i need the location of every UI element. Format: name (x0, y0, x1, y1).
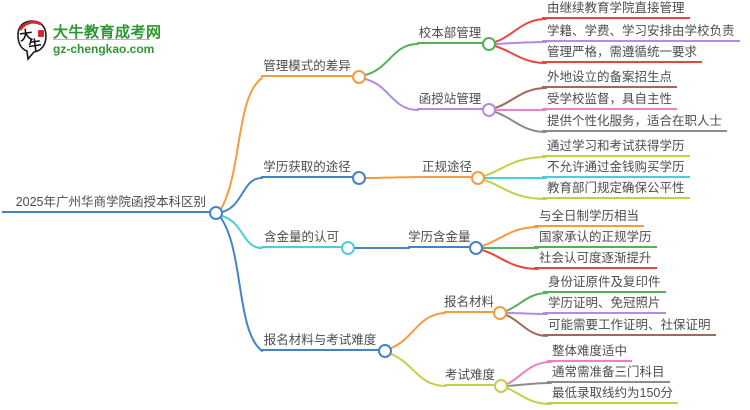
leaf-direct-management[interactable]: 由继续教育学院直接管理 (542, 1, 690, 19)
connector-leaf-e2 (505, 312, 548, 315)
connector-leaf-a1 (494, 18, 547, 43)
node-application-materials[interactable]: 报名材料 (444, 295, 494, 313)
connector-leaf-f1 (506, 361, 552, 385)
node-exam-difficulty[interactable]: 考试难度 (445, 368, 495, 386)
connector-branch1-schoolhq (364, 43, 419, 76)
node-circle-recognition[interactable] (341, 241, 355, 255)
leaf-no-buying-degree[interactable]: 不允许通过金钱购买学历 (542, 160, 690, 178)
connector-leaf-a2 (494, 41, 547, 45)
connector-leaf-d3 (481, 249, 539, 270)
leaf-three-subjects[interactable]: 通常需准备三门科目 (547, 365, 670, 383)
connector-leaf-e3 (505, 314, 548, 337)
node-circle-root[interactable] (209, 206, 223, 220)
node-circle-pathway[interactable] (352, 171, 366, 185)
connector-leaf-b3 (494, 111, 547, 133)
leaf-degree-proof-photo[interactable]: 学历证明、免冠照片 (543, 296, 666, 314)
connector-leaf-e1 (505, 292, 548, 312)
connector-leaf-c1 (483, 156, 547, 177)
leaf-personalized-service[interactable]: 提供个性化服务，适合在职人士 (542, 114, 728, 132)
connector-branch2-formal (364, 176, 424, 179)
leaf-equal-to-fulltime[interactable]: 与全日制学历相当 (534, 209, 645, 227)
connector-leaf-b1 (494, 87, 547, 109)
node-circle-value[interactable] (469, 241, 483, 255)
connector-root-branch4 (220, 217, 263, 352)
connector-root-branch2 (221, 177, 263, 213)
node-circle-materials[interactable] (493, 306, 507, 320)
connector-leaf-f2 (506, 382, 552, 387)
node-formal-pathway[interactable]: 正规途径 (422, 160, 472, 178)
brand-name: 大牛教育成考网 (53, 24, 162, 41)
branch-recognition[interactable]: 含金量的认可 (261, 230, 342, 248)
branch-materials-difficulty[interactable]: 报名材料与考试难度 (261, 333, 379, 351)
connector-leaf-d1 (481, 226, 539, 247)
leaf-study-and-exam[interactable]: 通过学习和考试获得学历 (542, 139, 690, 157)
brand-domain: gz-chengkao.com (53, 42, 155, 56)
leaf-min-score-150[interactable]: 最低录取线约为150分 (547, 386, 678, 404)
leaf-id-card[interactable]: 身份证原件及复印件 (543, 275, 666, 293)
leaf-school-supervised[interactable]: 受学校监督，具自主性 (542, 92, 678, 110)
leaf-social-recognition[interactable]: 社会认可度逐渐提升 (534, 251, 657, 269)
leaf-fairness-regulation[interactable]: 教育部门规定确保公平性 (542, 181, 690, 199)
connector-branch4-difficulty (390, 353, 447, 387)
logo-char-niu: 牛 (28, 37, 43, 54)
logo-seal (38, 30, 44, 37)
connector-leaf-c3 (483, 179, 547, 200)
connector-branch1-station (364, 78, 419, 111)
node-circle-materials-difficulty[interactable] (378, 344, 392, 358)
connector-leaf-f3 (506, 387, 552, 405)
leaf-state-recognized[interactable]: 国家承认的正规学历 (534, 230, 657, 248)
leaf-offsite-enrollment[interactable]: 外地设立的备案招生点 (542, 70, 678, 88)
connector-leaf-a3 (494, 45, 547, 64)
node-circle-difficulty[interactable] (494, 379, 508, 393)
leaf-moderate-difficulty[interactable]: 整体难度适中 (547, 344, 633, 362)
root-node-label[interactable]: 2025年广州华商学院函授本科区别 (2, 195, 210, 213)
connector-root-branch3 (221, 215, 263, 249)
node-circle-schoolhq[interactable] (482, 37, 496, 51)
daniu-logo-icon: 大 牛 (17, 20, 47, 61)
node-schoolhq-management[interactable]: 校本部管理 (417, 26, 483, 44)
logo-char-da: 大 (19, 27, 34, 44)
node-degree-value[interactable]: 学历含金量 (408, 230, 471, 248)
branch-degree-pathway[interactable]: 学历获取的途径 (261, 160, 353, 178)
leaf-school-responsible[interactable]: 学籍、学费、学习安排由学校负责 (542, 24, 740, 42)
brand-divider (53, 39, 150, 40)
node-circle-formal[interactable] (471, 171, 485, 185)
connector-root-branch1 (220, 77, 263, 210)
connector-branch4-materials (390, 312, 446, 349)
leaf-work-social-proof[interactable]: 可能需要工作证明、社保证明 (543, 318, 716, 336)
node-station-management[interactable]: 函授站管理 (417, 92, 483, 110)
leaf-strict-management[interactable]: 管理严格，需遵循统一要求 (542, 45, 703, 63)
branch-management-mode[interactable]: 管理模式的差异 (261, 59, 353, 77)
node-circle-station[interactable] (482, 103, 496, 117)
node-circle-management[interactable] (352, 70, 366, 84)
